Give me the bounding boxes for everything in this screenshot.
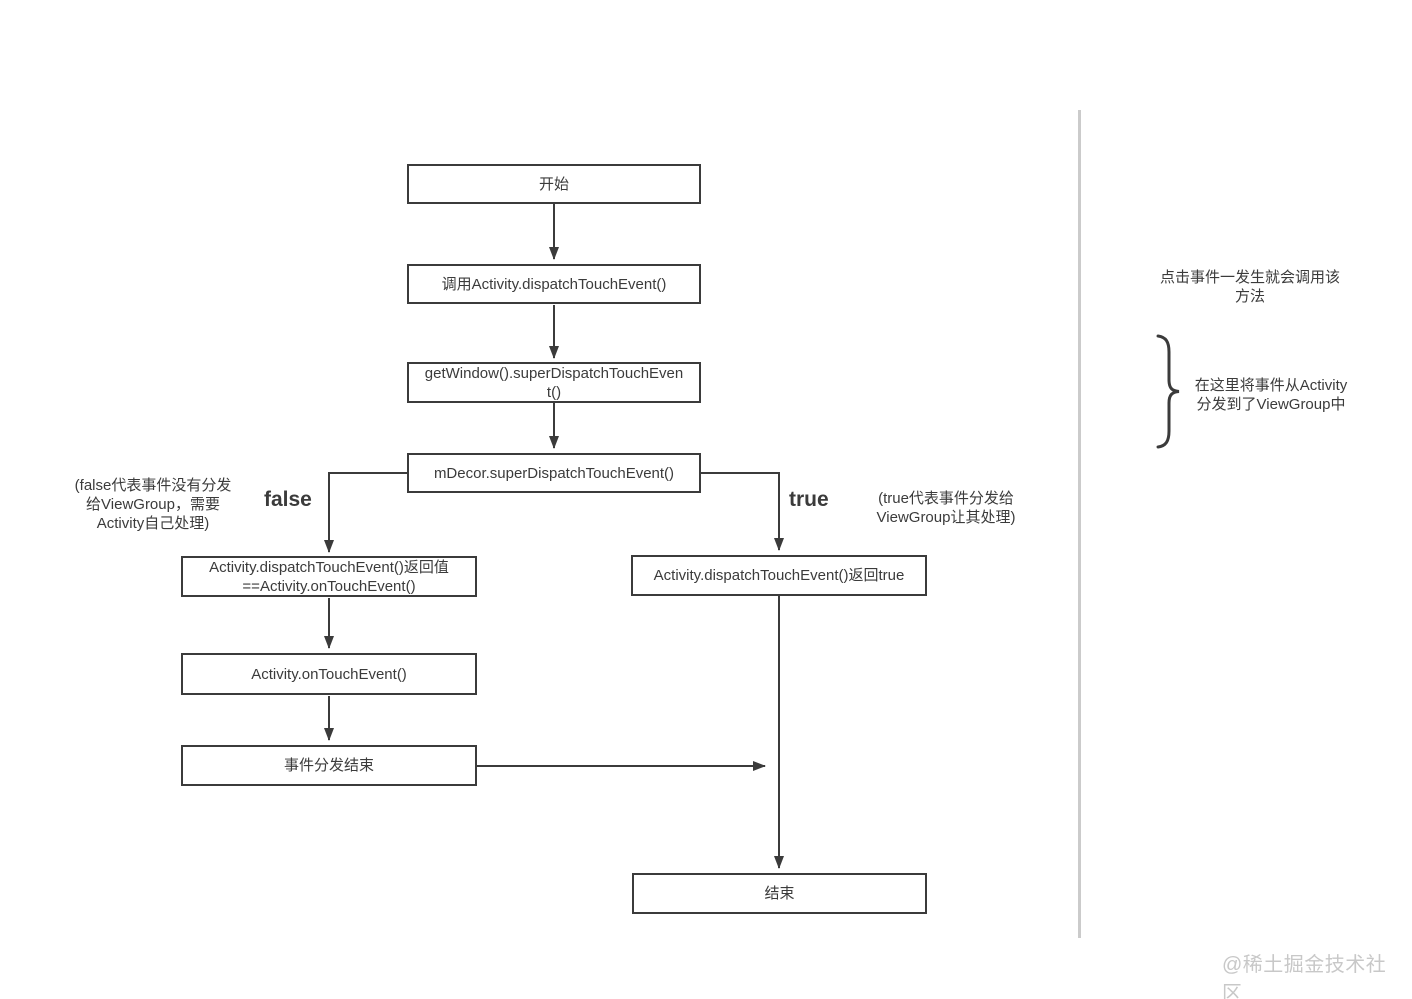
node-mdecor-super-dispatch: mDecor.superDispatchTouchEvent()	[407, 453, 701, 493]
node-start: 开始	[407, 164, 701, 204]
node-return-equals-ontouchevent: Activity.dispatchTouchEvent()返回值 ==Activ…	[181, 556, 477, 597]
node-call-dispatch-touch-event: 调用Activity.dispatchTouchEvent()	[407, 264, 701, 304]
vertical-divider	[1078, 110, 1081, 938]
node-return-true: Activity.dispatchTouchEvent()返回true	[631, 555, 927, 596]
annotation-false-note: (false代表事件没有分发 给ViewGroup，需要 Activity自己处…	[74, 477, 232, 532]
node-dispatch-end: 事件分发结束	[181, 745, 477, 786]
branch-label-false: false	[264, 488, 312, 511]
annotation-true-note: (true代表事件分发给 ViewGroup让其处理)	[876, 490, 1016, 526]
node-end: 结束	[632, 873, 927, 914]
arrow-true-branch	[701, 472, 784, 551]
branch-label-true: true	[789, 488, 829, 511]
curly-brace-icon	[1156, 334, 1180, 449]
arrow-false-branch	[324, 472, 407, 553]
node-getwindow-super-dispatch: getWindow().superDispatchTouchEven t()	[407, 362, 701, 403]
watermark-text: @稀土掘金技术社区	[1222, 954, 1387, 999]
annotation-dispatch-to-viewgroup-note: 在这里将事件从Activity 分发到了ViewGroup中	[1194, 377, 1348, 413]
annotation-click-event-note: 点击事件一发生就会调用该 方法	[1159, 269, 1340, 305]
node-activity-ontouchevent: Activity.onTouchEvent()	[181, 653, 477, 695]
